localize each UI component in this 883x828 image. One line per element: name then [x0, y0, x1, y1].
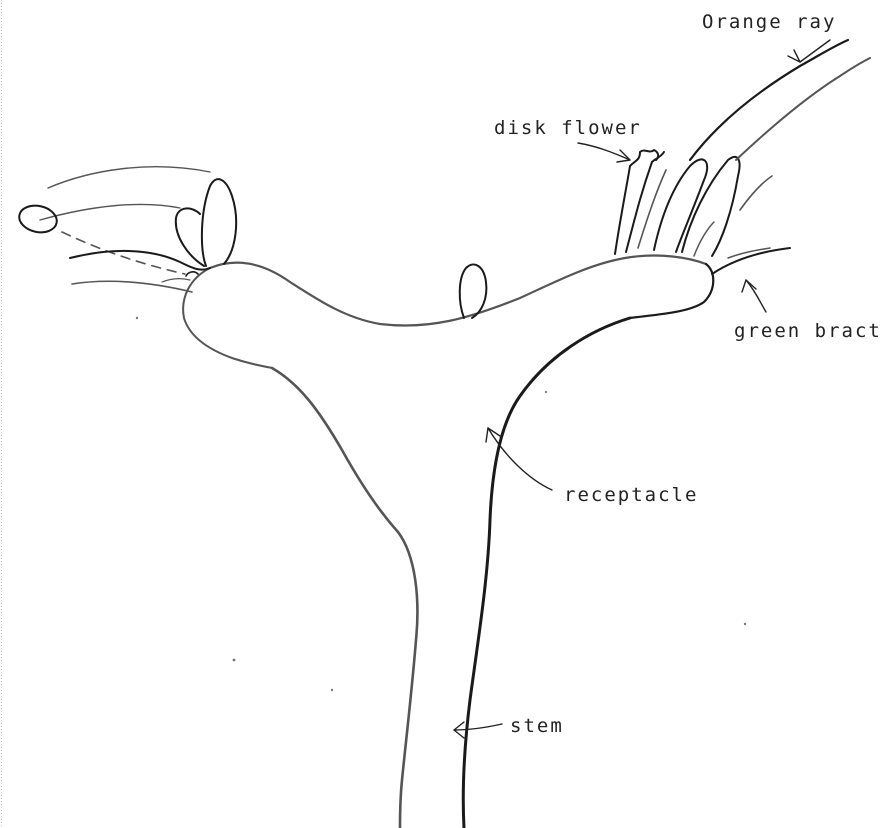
stray-dot — [233, 659, 236, 662]
receptacle-outline — [183, 256, 713, 368]
left-ovary-bud — [17, 202, 60, 235]
green-bract-shapes — [712, 248, 790, 274]
stray-dot — [744, 623, 746, 625]
label-receptacle: receptacle — [564, 484, 698, 506]
left-florets — [176, 179, 236, 276]
orange-ray-shapes — [690, 40, 870, 210]
label-stem: stem — [510, 715, 564, 737]
green-bract-arrow — [742, 280, 766, 312]
stray-dot — [545, 391, 547, 393]
orange-ray-arrow — [788, 40, 830, 62]
left-rays — [40, 167, 210, 292]
label-green-bract: green bract — [734, 320, 882, 342]
label-orange-ray: Orange ray — [702, 11, 836, 33]
stray-dot — [136, 317, 138, 319]
disk-flower-arrow — [578, 143, 630, 162]
right-disk-flowers — [615, 150, 740, 256]
stray-dot — [331, 689, 333, 691]
label-disk-flower: disk flower — [494, 117, 642, 139]
stem-outline — [272, 318, 630, 828]
stem-arrow — [454, 722, 502, 738]
center-bud — [460, 264, 487, 318]
